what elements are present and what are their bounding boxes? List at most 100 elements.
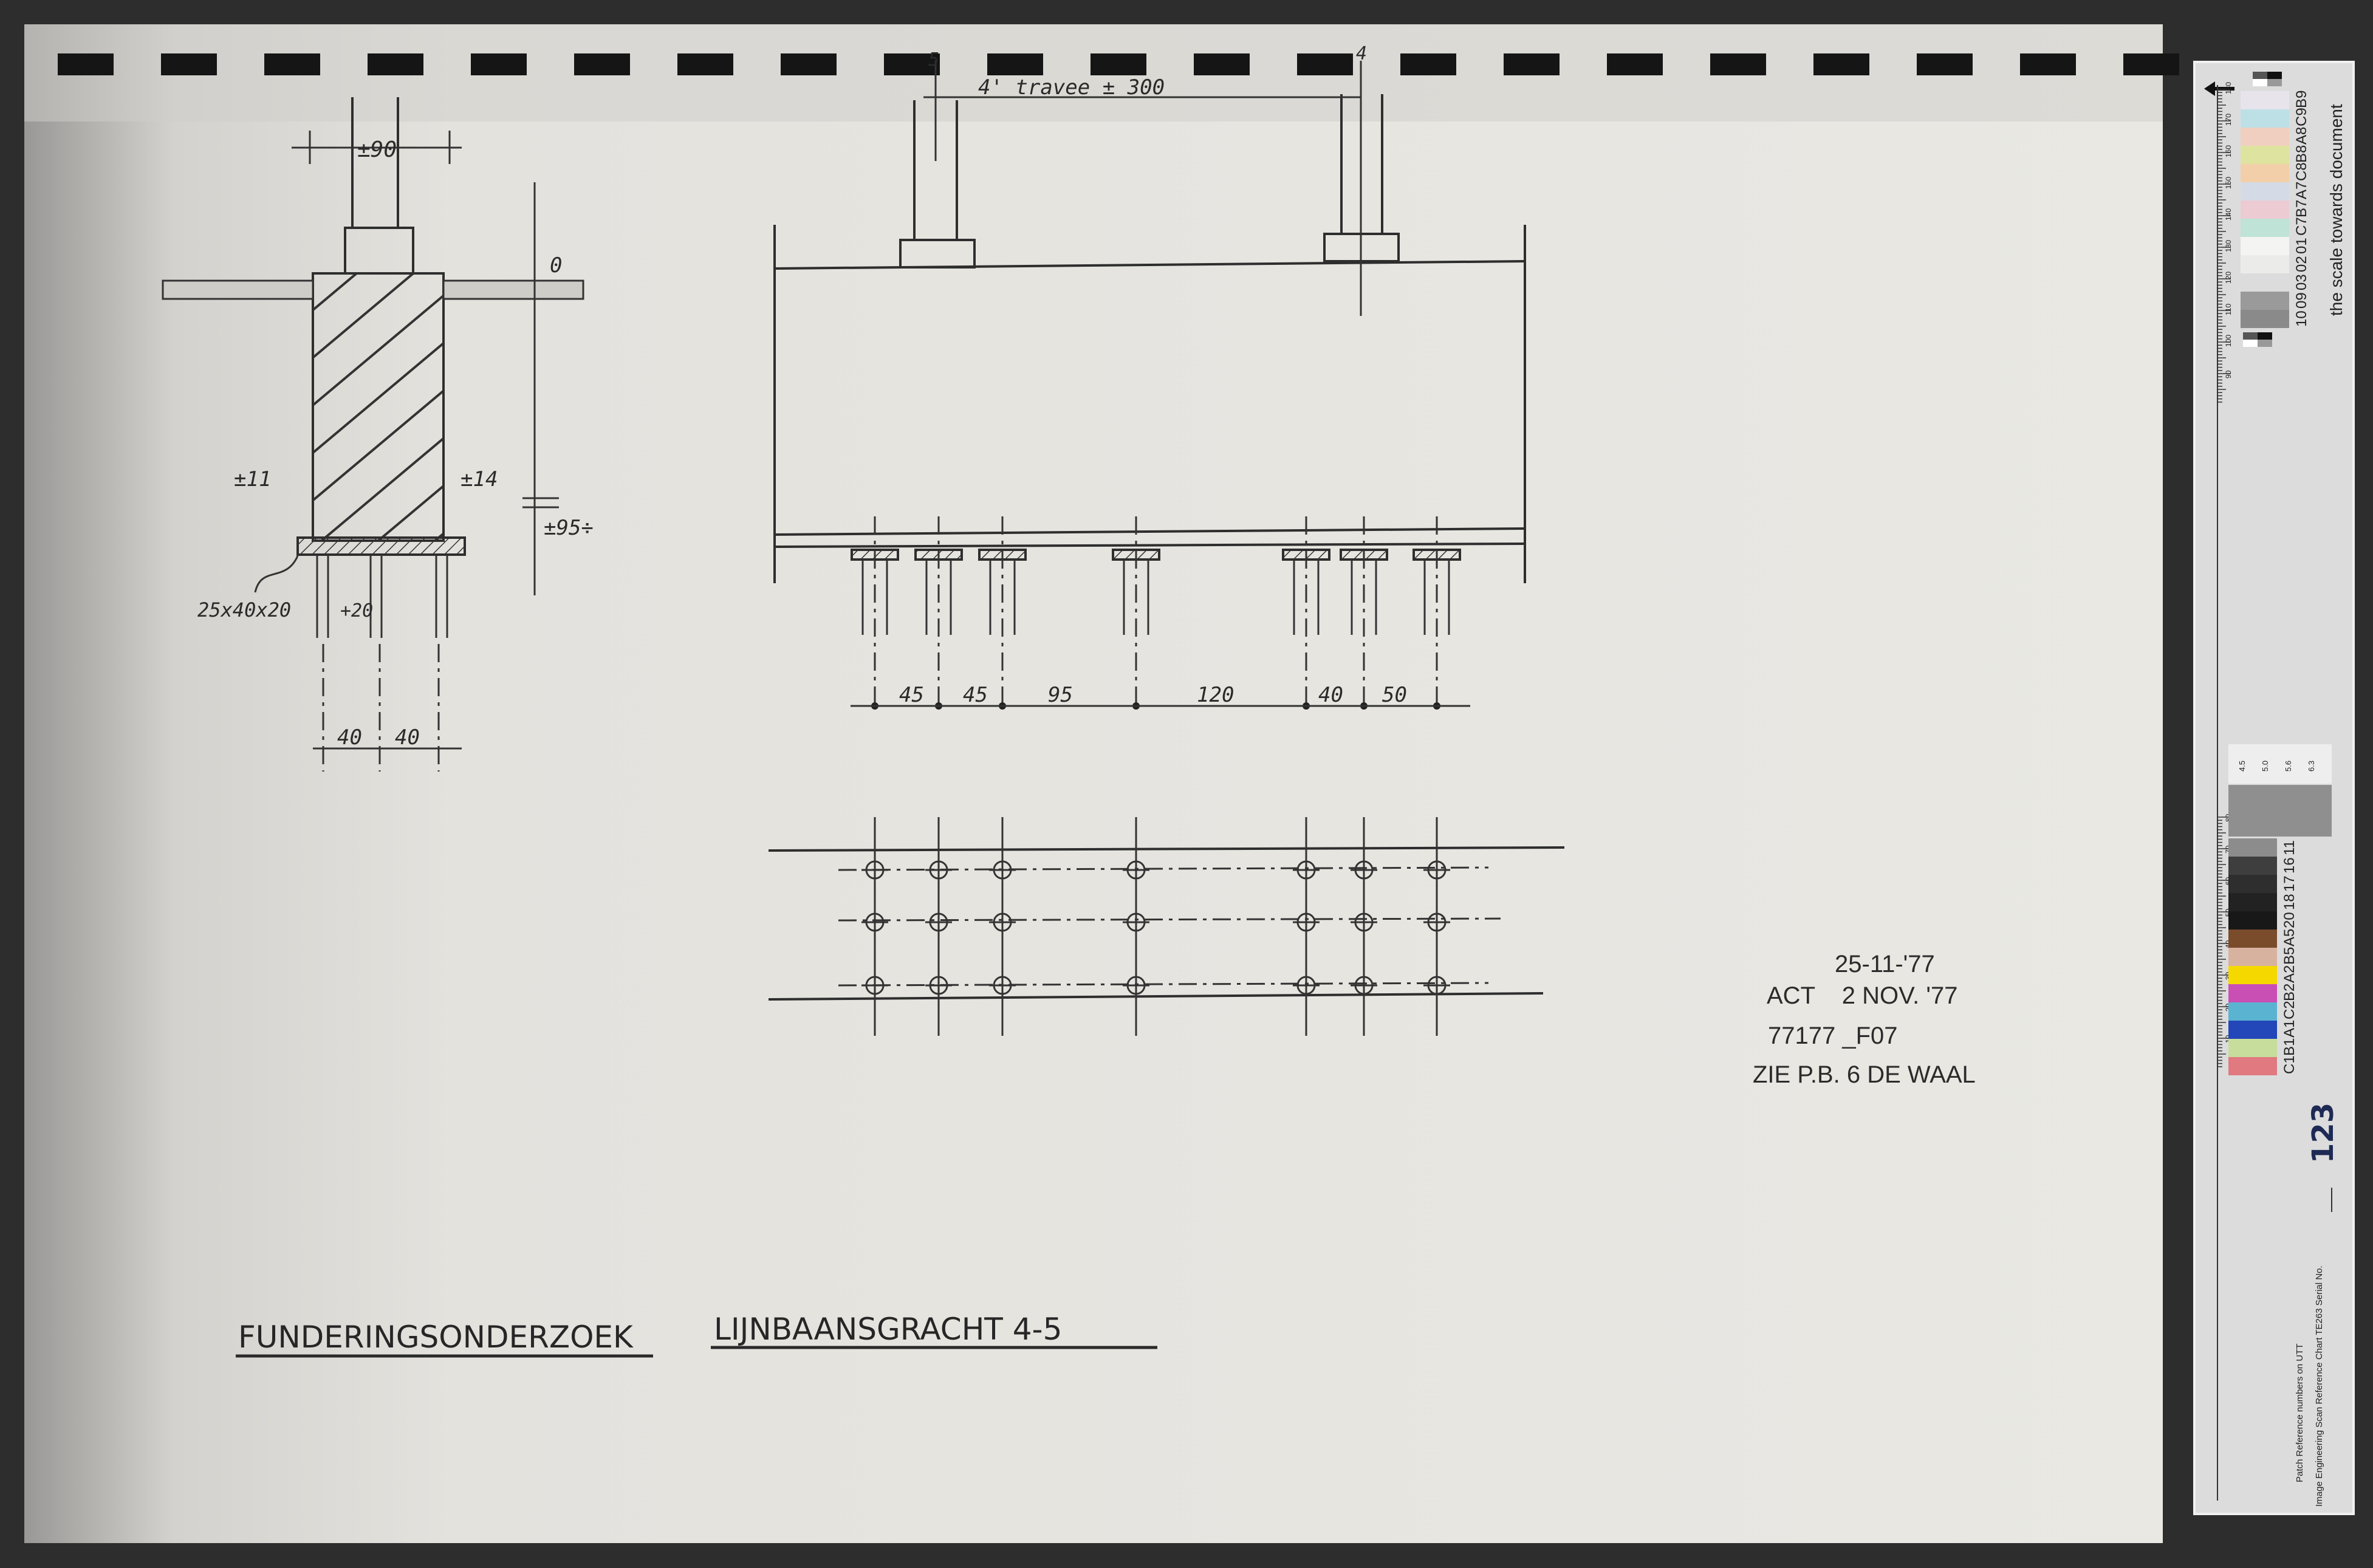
perforation-mark xyxy=(1813,53,1869,75)
axis-label-right: 4 xyxy=(1356,43,1367,64)
color-patch xyxy=(2228,893,2277,911)
section-dim: 40 xyxy=(395,725,420,750)
grey-square xyxy=(2253,72,2267,79)
patch-label: A8 xyxy=(2293,127,2310,145)
serial-number: 123 xyxy=(2306,1103,2340,1163)
perforation-mark xyxy=(58,53,114,75)
color-patch xyxy=(2241,128,2289,146)
ruler-label: 170 xyxy=(2224,114,2233,126)
elevation-dim: 50 xyxy=(1382,683,1407,707)
color-patch xyxy=(2241,292,2289,310)
color-patch xyxy=(2228,984,2277,1002)
patch-label: B1 xyxy=(2281,1038,2298,1056)
grey-square xyxy=(2243,332,2258,340)
color-patch xyxy=(2241,273,2289,292)
stamp-number: 77177 _F07 xyxy=(1768,1022,1898,1049)
perforation-mark xyxy=(987,53,1043,75)
level-zero: 0 xyxy=(550,253,562,278)
arrow-left-icon xyxy=(2204,81,2234,96)
perforation-mark xyxy=(884,53,940,75)
axis-label-left: 5 xyxy=(928,49,939,70)
level-top: ±90 xyxy=(357,137,397,162)
color-patch xyxy=(2241,310,2289,328)
patch-label: 03 xyxy=(2293,274,2310,290)
color-patch xyxy=(2241,200,2289,219)
perforation-mark xyxy=(2123,53,2179,75)
stamp-date: 25-11-'77 xyxy=(1835,951,1935,977)
grey-square xyxy=(2258,332,2272,340)
ruler-label: 100 xyxy=(2224,335,2233,347)
ruler-label: 150 xyxy=(2224,177,2233,189)
patch-label: C9 xyxy=(2293,108,2310,126)
color-patch xyxy=(2228,1002,2277,1021)
perforation-mark xyxy=(1917,53,1973,75)
elevation-dim: 45 xyxy=(963,683,988,707)
chart-name: Image Engineering Scan Reference Chart T… xyxy=(2314,1265,2324,1507)
perforation-mark xyxy=(677,53,733,75)
perforation-mark xyxy=(1194,53,1250,75)
resolution-label: 6.3 xyxy=(2307,761,2316,772)
stamp-reference: ZIE P.B. 6 DE WAAL xyxy=(1753,1061,1976,1088)
resolution-label: 5.6 xyxy=(2284,761,2293,772)
grey-square xyxy=(2267,79,2282,86)
date-stamp: 25-11-'77 ACT 2 NOV. '77 77177 _F07 ZIE … xyxy=(1753,951,1976,1088)
patch-label: B8 xyxy=(2293,145,2310,163)
color-patch xyxy=(2228,1021,2277,1039)
patch-label: A2 xyxy=(2281,965,2298,983)
stamp-act: ACT 2 NOV. '77 xyxy=(1767,982,1957,1009)
patch-label: B9 xyxy=(2293,91,2310,108)
span-label: 4' travee ± 300 xyxy=(978,75,1165,100)
elevation-dim: 120 xyxy=(1197,683,1234,707)
grey-square xyxy=(2267,72,2282,79)
perforation-mark xyxy=(368,53,423,75)
elevation-dim: 45 xyxy=(899,683,924,707)
ruler-label: 160 xyxy=(2224,145,2233,157)
patch-label: C1 xyxy=(2281,1055,2298,1074)
drawing-title: FUNDERINGSONDERZOEK xyxy=(238,1320,634,1355)
patch-label: C8 xyxy=(2293,162,2310,181)
color-patch xyxy=(2228,1057,2277,1075)
pile-plan xyxy=(768,817,1565,1036)
resolution-label: 4.5 xyxy=(2238,761,2247,772)
patch-label: B7 xyxy=(2293,200,2310,217)
patch-label: 17 xyxy=(2281,875,2298,892)
patch-label: 09 xyxy=(2293,292,2310,309)
color-patch xyxy=(2241,219,2289,237)
perforation-mark xyxy=(1504,53,1560,75)
elevation-dim: 95 xyxy=(1048,683,1073,707)
patch-label: 10 xyxy=(2293,310,2310,327)
color-patch xyxy=(2241,237,2289,255)
patch-label: A7 xyxy=(2293,182,2310,199)
perforation-mark xyxy=(781,53,837,75)
color-patch xyxy=(2241,91,2289,109)
level-left: ±11 xyxy=(234,467,271,491)
perforation-mark xyxy=(161,53,217,75)
scale-note: the scale towards document xyxy=(2327,104,2346,316)
patch-label: 11 xyxy=(2281,840,2298,855)
ruler-label: 140 xyxy=(2224,208,2233,221)
ruler-label: 180 xyxy=(2224,82,2233,94)
foundation-elevation: 5 4 4' travee ± 300 45 45 95 120 40 50 xyxy=(773,43,1526,711)
patch-label: C7 xyxy=(2293,217,2310,236)
perforation-mark xyxy=(1400,53,1456,75)
scan-reference-chart: 1801701601501401301201101009080706050403… xyxy=(2193,61,2355,1515)
color-patch xyxy=(2228,966,2277,984)
patch-label: C2 xyxy=(2281,1001,2298,1019)
color-patch xyxy=(2241,146,2289,164)
perforation-mark xyxy=(574,53,630,75)
patch-label: 01 xyxy=(2293,238,2310,254)
ruler-label: 120 xyxy=(2224,272,2233,284)
section-dim: 40 xyxy=(337,725,362,750)
perforation-mark xyxy=(1091,53,1146,75)
elevation-dim: 40 xyxy=(1318,683,1343,707)
color-patch xyxy=(2228,948,2277,966)
ruler-label: 130 xyxy=(2224,240,2233,252)
patch-label: A5 xyxy=(2281,929,2298,947)
perforation-mark xyxy=(1297,53,1353,75)
perforation-mark xyxy=(1607,53,1663,75)
color-patch xyxy=(2228,911,2277,930)
perforation-mark xyxy=(471,53,527,75)
patch-label: B2 xyxy=(2281,984,2298,1001)
